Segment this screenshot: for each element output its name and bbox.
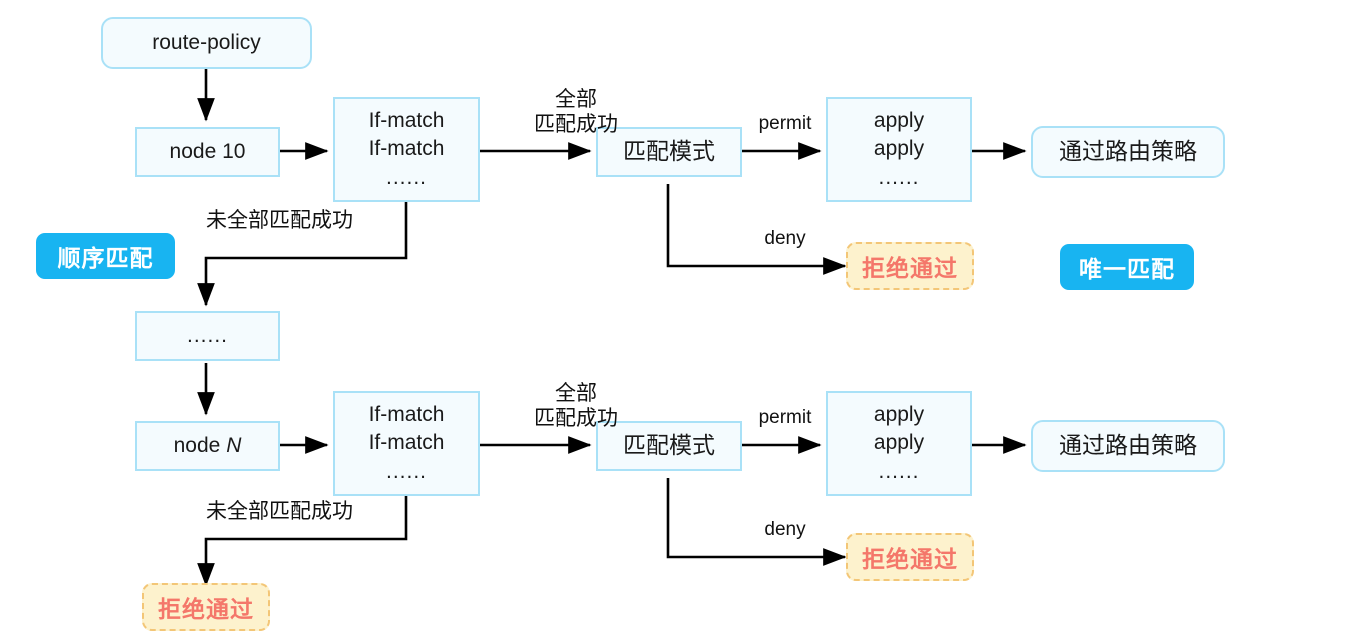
node-ellipsis-box[interactable]: ...... bbox=[135, 311, 280, 361]
wire-matchmode-deny-bottom bbox=[666, 478, 847, 566]
node-route-policy[interactable]: route-policy bbox=[101, 17, 312, 69]
node-apply-bottom[interactable]: apply apply ...... bbox=[826, 391, 972, 496]
edge-label-not-all-match-bottom: 未全部匹配成功 bbox=[206, 500, 353, 523]
node-pass-policy-bottom[interactable]: 通过路由策略 bbox=[1031, 420, 1225, 472]
apply-ellipsis: ...... bbox=[878, 165, 920, 189]
edge-label-deny-top: deny bbox=[764, 228, 806, 249]
reject-box-top-label: 拒绝通过 bbox=[862, 255, 958, 281]
edge-label-all-match-top: 全部 匹配成功 bbox=[534, 88, 618, 136]
edge-label-permit-bottom: permit bbox=[758, 407, 812, 428]
pass-policy-label-bottom: 通过路由策略 bbox=[1059, 432, 1197, 459]
node-route-policy-label: route-policy bbox=[152, 30, 261, 54]
apply-bottom-line-1: apply bbox=[873, 402, 925, 426]
apply-bottom-line-2: apply bbox=[873, 431, 925, 455]
match-mode-label-bottom: 匹配模式 bbox=[623, 432, 715, 459]
node-node-n[interactable]: node N bbox=[135, 421, 280, 471]
apply-line-1: apply bbox=[873, 108, 925, 132]
if-match-bottom-line-2: If-match bbox=[368, 431, 445, 455]
node-match-mode-top[interactable]: 匹配模式 bbox=[596, 127, 742, 177]
if-match-bottom-line-1: If-match bbox=[368, 402, 445, 426]
node-node-n-label: node N bbox=[173, 433, 242, 457]
badge-sequential-match-label: 顺序匹配 bbox=[57, 245, 154, 271]
badge-unique-match[interactable]: 唯一匹配 bbox=[1060, 244, 1194, 290]
reject-box-bottom-label: 拒绝通过 bbox=[158, 596, 254, 622]
if-match-line-2: If-match bbox=[368, 137, 445, 161]
reject-box-middle-label: 拒绝通过 bbox=[862, 546, 958, 572]
apply-line-2: apply bbox=[873, 137, 925, 161]
badge-unique-match-label: 唯一匹配 bbox=[1079, 256, 1175, 282]
reject-box-top[interactable]: 拒绝通过 bbox=[846, 242, 974, 290]
node-if-match-top[interactable]: If-match If-match ...... bbox=[333, 97, 480, 202]
if-match-ellipsis: ...... bbox=[385, 165, 427, 189]
node-apply-top[interactable]: apply apply ...... bbox=[826, 97, 972, 202]
edge-label-all-match-bottom: 全部 匹配成功 bbox=[534, 382, 618, 430]
edge-label-not-all-match-top: 未全部匹配成功 bbox=[206, 209, 353, 232]
if-match-bottom-ellipsis: ...... bbox=[385, 459, 427, 483]
pass-policy-label-top: 通过路由策略 bbox=[1059, 138, 1197, 165]
node-node-10-label: node 10 bbox=[169, 139, 246, 163]
reject-box-bottom[interactable]: 拒绝通过 bbox=[142, 583, 270, 631]
edge-label-deny-bottom: deny bbox=[764, 519, 806, 540]
node-if-match-bottom[interactable]: If-match If-match ...... bbox=[333, 391, 480, 496]
edge-label-permit-top: permit bbox=[758, 113, 812, 134]
node-node-10[interactable]: node 10 bbox=[135, 127, 280, 177]
node-pass-policy-top[interactable]: 通过路由策略 bbox=[1031, 126, 1225, 178]
ellipsis-box-label: ...... bbox=[186, 323, 228, 347]
match-mode-label-top: 匹配模式 bbox=[623, 138, 715, 165]
apply-bottom-ellipsis: ...... bbox=[878, 459, 920, 483]
badge-sequential-match[interactable]: 顺序匹配 bbox=[36, 233, 175, 279]
if-match-line-1: If-match bbox=[368, 108, 445, 132]
reject-box-middle[interactable]: 拒绝通过 bbox=[846, 533, 974, 581]
wire-matchmode-deny-top bbox=[666, 184, 847, 275]
node-match-mode-bottom[interactable]: 匹配模式 bbox=[596, 421, 742, 471]
